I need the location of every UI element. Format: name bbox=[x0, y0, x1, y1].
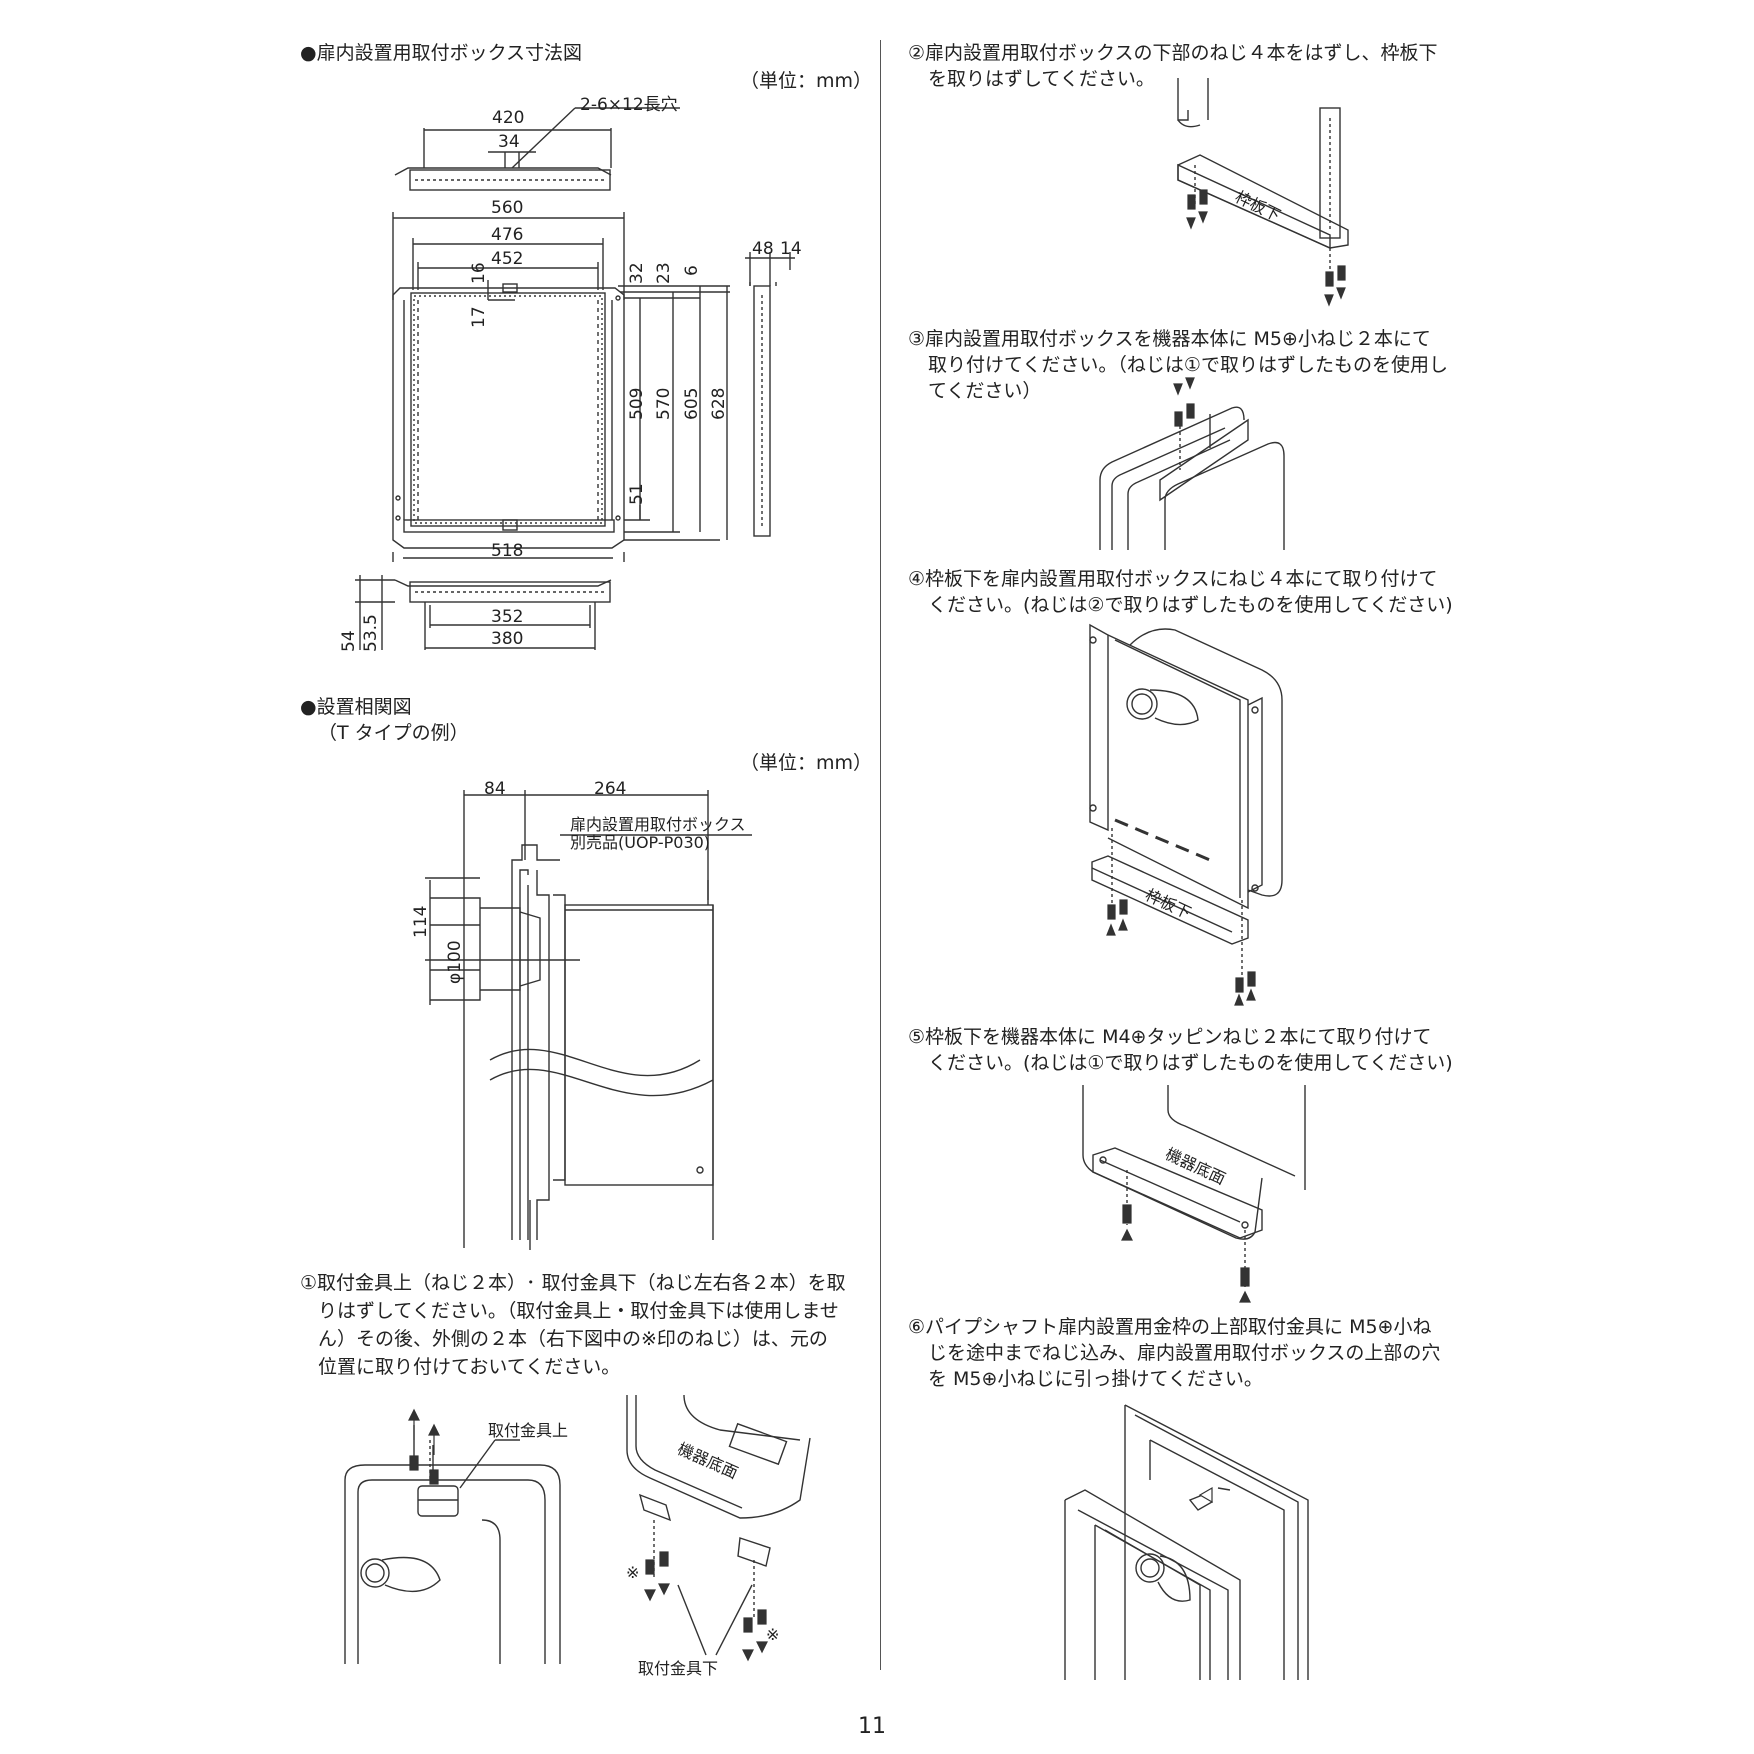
dim-14: 14 bbox=[780, 239, 802, 259]
box-side-view bbox=[745, 252, 795, 537]
dim-420: 420 bbox=[492, 108, 525, 128]
step6-line2: じを途中までねじ込み、扉内設置用取付ボックスの上部の穴 bbox=[928, 1342, 1441, 1364]
install-section-drawing bbox=[425, 790, 752, 1250]
step3-line3: てください） bbox=[928, 380, 1042, 402]
dim-48: 48 bbox=[752, 239, 774, 259]
label-lower-bracket: 取付金具下 bbox=[638, 1659, 719, 1678]
unit-label-2: （単位：mm） bbox=[740, 752, 873, 774]
step2-line2: を取りはずしてください。 bbox=[928, 68, 1155, 90]
dim-slot: 2-6×12長穴 bbox=[580, 95, 678, 115]
box-bottom-view bbox=[355, 575, 612, 650]
label-upper-bracket: 取付金具上 bbox=[488, 1421, 569, 1440]
section-subtitle-t-type: （T タイプの例） bbox=[318, 722, 469, 744]
dim-560: 560 bbox=[491, 198, 524, 218]
asterisk-right: ※ bbox=[766, 1625, 780, 1644]
dim-53-5: 53.5 bbox=[361, 614, 381, 652]
step3-illustration bbox=[1099, 406, 1285, 550]
step1-line4: 位置に取り付けておいてください。 bbox=[318, 1356, 621, 1378]
step1-right-illustration bbox=[626, 1394, 811, 1656]
dim-34: 34 bbox=[498, 132, 520, 152]
step1-line1: ①取付金具上（ねじ２本）･ 取付金具下（ねじ左右各２本）を取 bbox=[300, 1272, 846, 1294]
box-front-view bbox=[392, 283, 625, 562]
step4-line1: ④枠板下を扉内設置用取付ボックスにねじ４本にて取り付けて bbox=[908, 568, 1438, 590]
box-vertical-dimension-lines bbox=[618, 285, 730, 541]
step4-line2: ください。(ねじは②で取りはずしたものを使用してください) bbox=[928, 594, 1453, 616]
dim-23: 23 bbox=[654, 262, 674, 284]
box-top-view bbox=[394, 107, 680, 191]
step1-line3: ん）その後、外側の２本（右下図中の※印のねじ）は、元の bbox=[318, 1328, 828, 1350]
dim-32: 32 bbox=[627, 262, 647, 284]
callout-box-part: 別売品(UOP-P030) bbox=[570, 833, 711, 852]
dim-352: 352 bbox=[491, 607, 524, 627]
dim-628: 628 bbox=[709, 387, 729, 420]
step3-line2: 取り付けてください。（ねじは①で取りはずしたものを使用し bbox=[928, 354, 1448, 376]
step1-left-illustration bbox=[344, 1425, 561, 1664]
dim-16: 16 bbox=[469, 262, 489, 284]
step1-line2: りはずしてください。（取付金具上・取付金具下は使用しませ bbox=[318, 1300, 839, 1322]
dim-17: 17 bbox=[469, 306, 489, 328]
callout-box-name: 扉内設置用取付ボックス bbox=[570, 815, 746, 834]
column-divider bbox=[880, 40, 881, 1670]
dim-264: 264 bbox=[594, 779, 627, 799]
step6-line1: ⑥パイプシャフト扉内設置用金枠の上部取付金具に M5⊕小ね bbox=[908, 1316, 1432, 1338]
step4-illustration bbox=[1089, 623, 1283, 978]
step5-illustration bbox=[1082, 1085, 1306, 1290]
dim-380: 380 bbox=[491, 629, 524, 649]
dim-518: 518 bbox=[491, 541, 524, 561]
dim-phi100: φ100 bbox=[445, 940, 465, 984]
section-title-box-dimensions: ●扉内設置用取付ボックス寸法図 bbox=[300, 42, 583, 64]
step5-line1: ⑤枠板下を機器本体に M4⊕タッピンねじ２本にて取り付けて bbox=[908, 1026, 1432, 1048]
step2-line1: ②扉内設置用取付ボックスの下部のねじ４本をはずし、枠板下 bbox=[908, 42, 1438, 64]
unit-label: （単位：mm） bbox=[740, 70, 873, 92]
section-title-installation: ●設置相関図 bbox=[300, 696, 412, 718]
step5-line2: ください。(ねじは①で取りはずしたものを使用してください) bbox=[928, 1052, 1453, 1074]
step6-illustration bbox=[1064, 1404, 1309, 1680]
dim-570: 570 bbox=[654, 387, 674, 420]
step3-line1: ③扉内設置用取付ボックスを機器本体に M5⊕小ねじ２本にて bbox=[908, 328, 1431, 350]
dim-84: 84 bbox=[484, 779, 506, 799]
dim-6: 6 bbox=[682, 265, 702, 276]
dim-476: 476 bbox=[491, 225, 524, 245]
asterisk-left: ※ bbox=[626, 1563, 640, 1582]
screws-and-arrows bbox=[408, 189, 1346, 1662]
dim-51: 51 bbox=[627, 483, 647, 505]
step2-illustration bbox=[1177, 78, 1349, 270]
dim-605: 605 bbox=[682, 387, 702, 420]
dim-509: 509 bbox=[627, 387, 647, 420]
dim-452: 452 bbox=[491, 249, 524, 269]
dim-114: 114 bbox=[411, 905, 431, 938]
step6-line3: を M5⊕小ねじに引っ掛けてください。 bbox=[928, 1368, 1263, 1390]
page-number: 11 bbox=[858, 1714, 886, 1739]
dim-54: 54 bbox=[339, 630, 359, 652]
